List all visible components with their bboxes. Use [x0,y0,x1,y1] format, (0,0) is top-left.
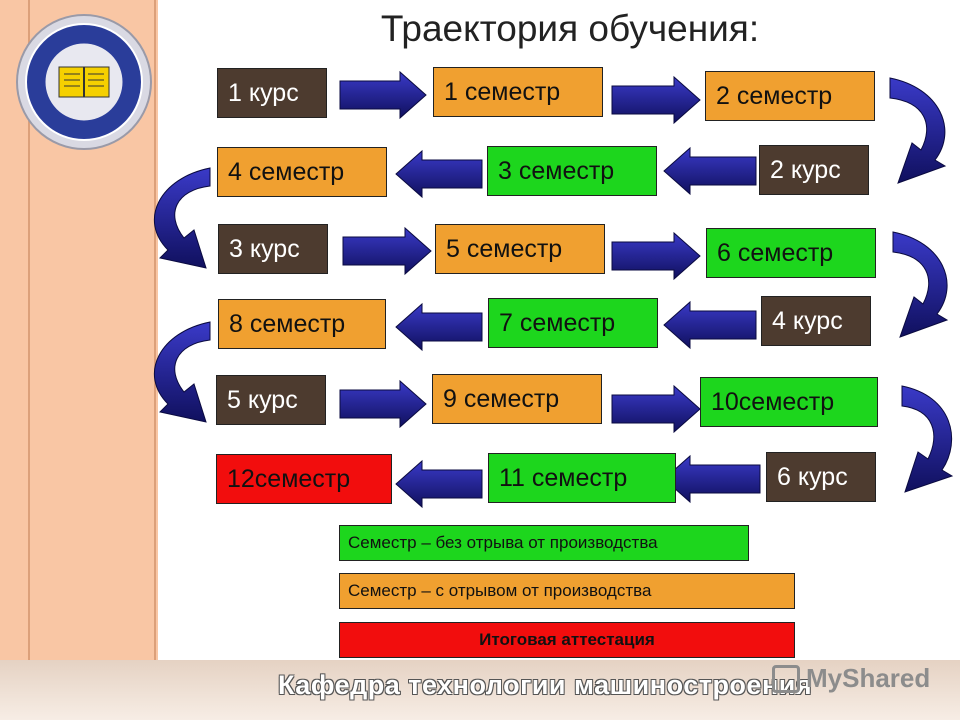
department-logo-icon [16,14,152,150]
arrow-left [663,146,757,196]
arrow-right [339,379,427,429]
box-2-kurs: 2 курс [759,145,869,195]
box-5-kurs: 5 курс [216,375,326,425]
arrow-curve-down [889,77,947,184]
arrow-right [611,384,701,434]
page-title: Траектория обучения: [380,8,760,49]
box-3-kurs: 3 курс [218,224,328,274]
box-semester-2: 2 семестр [705,71,875,121]
arrow-left [395,459,483,509]
box-semester-9: 9 семестр [432,374,602,424]
arrow-curve-down [153,167,211,269]
side-divider [154,0,156,720]
box-semester-3: 3 семестр [487,146,657,196]
arrow-right [611,231,701,281]
arrow-left [663,454,761,504]
watermark-text: MyShared [806,663,931,693]
box-semester-6: 6 семестр [706,228,876,278]
box-semester-8: 8 семестр [218,299,386,349]
legend-without-leave: Семестр – без отрыва от производства [339,525,749,561]
box-1-kurs: 1 курс [217,68,327,118]
watermark-logo-icon [772,664,800,693]
arrow-right [611,75,701,125]
arrow-left [663,300,757,350]
box-semester-4: 4 семестр [217,147,387,197]
arrow-left [395,149,483,199]
box-4-kurs: 4 курс [761,296,871,346]
box-semester-10: 10семестр [700,377,878,427]
arrow-left [395,302,483,352]
arrow-curve-down [901,385,954,493]
watermark: MyShared [772,663,930,694]
box-semester-1: 1 семестр [433,67,603,117]
box-semester-12: 12семестр [216,454,392,504]
legend-final-attestation: Итоговая аттестация [339,622,795,658]
box-semester-11: 11 семестр [488,453,676,503]
box-semester-7: 7 семестр [488,298,658,348]
arrow-curve-down [892,231,949,338]
arrow-right [339,70,427,120]
legend-with-leave: Семестр – с отрывом от производства [339,573,795,609]
box-semester-5: 5 семестр [435,224,605,274]
box-6-kurs: 6 курс [766,452,876,502]
arrow-right [342,226,432,276]
side-divider [28,0,30,720]
footer-department: Кафедра технологии машиностроения [278,670,813,700]
footer-bar [0,660,960,720]
arrow-curve-down [153,321,211,423]
